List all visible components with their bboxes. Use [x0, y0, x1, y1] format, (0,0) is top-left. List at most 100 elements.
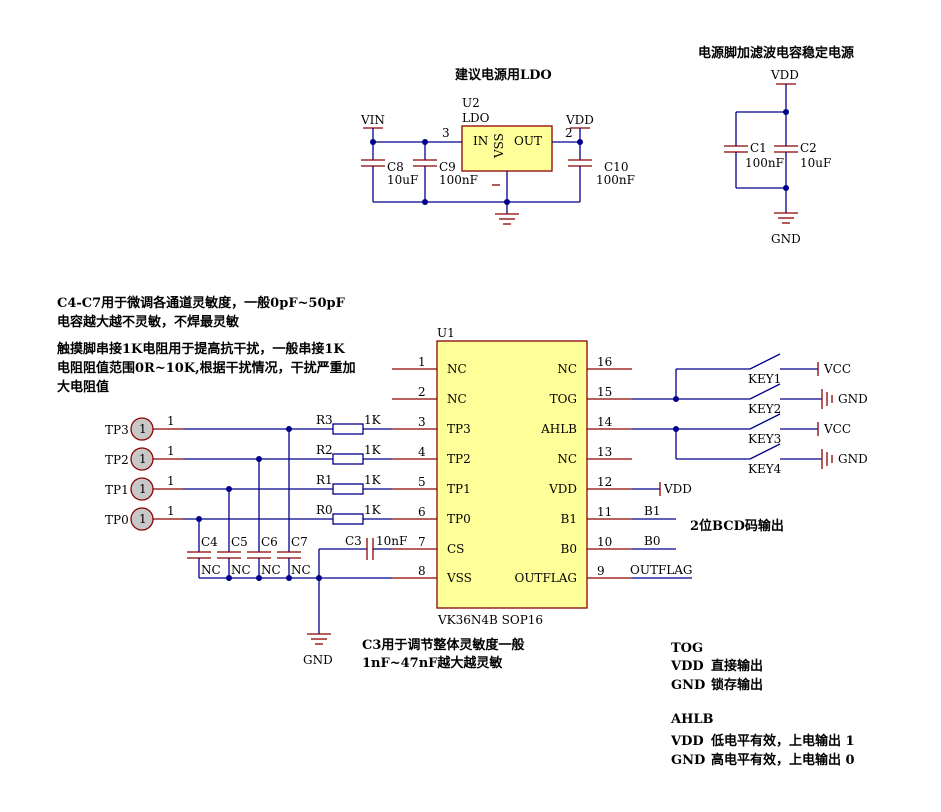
r0-resistor	[332, 513, 364, 525]
pin-name: B1	[561, 512, 577, 526]
pin-num: 16	[597, 355, 612, 369]
r0-ref: R0	[316, 503, 333, 517]
pin-num: 5	[418, 475, 426, 489]
note-c4c7-line1: C4-C7用于微调各通道灵敏度，一般0pF~50pF	[57, 295, 346, 311]
legend-tog-title: TOG	[671, 641, 703, 656]
tp0-pin: 1	[139, 512, 147, 526]
pin-name: NC	[557, 362, 577, 376]
pin-num: 1	[418, 355, 426, 369]
pin-name: NC	[447, 392, 467, 406]
c10-value: 100nF	[596, 173, 635, 187]
c1-value: 100nF	[745, 156, 784, 170]
key2-switch	[749, 383, 781, 400]
u1-left-pins: 1 NC 2 NC 3 TP3 4 TP2 5 TP1 6 TP0 7 CS 8…	[392, 355, 472, 585]
junction	[783, 185, 789, 191]
pin-name: TP2	[447, 452, 471, 466]
pin-name: TP3	[447, 422, 471, 436]
u2-pin-out: OUT	[514, 134, 542, 148]
key3-ref: KEY3	[748, 432, 781, 446]
b1-net: B1	[644, 504, 660, 518]
legend-tog-desc: 直接输出	[711, 658, 763, 674]
pin-name: NC	[557, 452, 577, 466]
r2-value: 1K	[364, 443, 382, 457]
legend-tog-key: GND	[671, 678, 705, 693]
pin-name: TOG	[550, 392, 577, 406]
note-c3-line2: 1nF~47nF越大越灵敏	[362, 655, 503, 671]
r1-resistor	[332, 483, 364, 495]
legend-ahlb-desc: 高电平有效，上电输出 0	[711, 752, 855, 768]
pin-num: 9	[597, 564, 605, 578]
c7-value: NC	[291, 563, 311, 577]
u1-right-pins: 16 NC 15 TOG 14 AHLB 13 NC 12 VDD 11 B1 …	[514, 355, 632, 585]
junction	[370, 139, 376, 145]
u1-body	[436, 340, 588, 609]
ldo-title: 建议电源用LDO	[455, 67, 552, 83]
pin-name: CS	[447, 542, 464, 556]
note-c3-line1: C3用于调节整体灵敏度一般	[362, 637, 524, 653]
c1-ref: C1	[750, 141, 767, 155]
pin-num: 13	[597, 445, 612, 459]
c3-value: 10nF	[376, 534, 407, 548]
c10-ref: C10	[604, 160, 628, 174]
u2-pin-num-out: 2	[565, 126, 573, 140]
legend-ahlb-desc: 低电平有效，上电输出 1	[710, 733, 855, 749]
pin-name: TP0	[447, 512, 471, 526]
pin-num: 6	[418, 505, 426, 519]
legend-tog-key: VDD	[670, 659, 704, 674]
note-c4c7-line2: 电容越大越不灵敏，不焊最灵敏	[57, 314, 240, 330]
touch-inputs: TP3 1 1 R3 1K TP2 1 1 R2 1K TP1 1 1 R1 1…	[105, 413, 392, 531]
key1-net: VCC	[823, 362, 851, 376]
tp2-pin-num: 1	[167, 444, 175, 458]
legend-ahlb-title: AHLB	[670, 712, 714, 727]
pin-num: 10	[597, 535, 612, 549]
ldo-vdd-label: VDD	[565, 113, 594, 127]
tune-caps: C4 NC C5 NC C6 NC C7 NC C3 10nF	[187, 429, 407, 667]
notes: C4-C7用于微调各通道灵敏度，一般0pF~50pF 电容越大越不灵敏，不焊最灵…	[56, 295, 784, 671]
u1-part: VK36N4B SOP16	[437, 613, 543, 627]
key1-ref: KEY1	[748, 372, 781, 386]
key4-net: GND	[838, 452, 868, 466]
filter-vdd-label: VDD	[770, 68, 799, 82]
legend-tog-desc: 锁存输出	[711, 677, 763, 693]
u2-pin-in: IN	[473, 134, 488, 148]
junction	[256, 575, 262, 581]
legend-ahlb-key: VDD	[670, 734, 704, 749]
note-res-line1: 触摸脚串接1K电阻用于提高抗干扰，一般串接1K	[56, 341, 345, 357]
c9-value: 100nF	[439, 173, 478, 187]
tp3-pin-num: 1	[167, 414, 175, 428]
c9-ref: C9	[439, 160, 456, 174]
c4-value: NC	[201, 563, 221, 577]
c8-value: 10uF	[387, 173, 418, 187]
note-bcd: 2位BCD码输出	[690, 518, 784, 534]
tp2-pin: 1	[139, 452, 147, 466]
pin-name: NC	[447, 362, 467, 376]
tp1-pin-num: 1	[167, 474, 175, 488]
tp0-pin-num: 1	[167, 504, 175, 518]
filter-section: 电源脚加滤波电容稳定电源 VDD C1 100nF C2 10uF GND	[698, 45, 854, 246]
r2-ref: R2	[316, 443, 333, 457]
outflag-net: OUTFLAG	[630, 563, 693, 577]
key2-net: GND	[838, 392, 868, 406]
r3-value: 1K	[364, 413, 382, 427]
pin-name: AHLB	[540, 422, 577, 436]
key4-ref: KEY4	[748, 462, 782, 476]
b0-net: B0	[644, 534, 660, 548]
c2-value: 10uF	[800, 156, 831, 170]
c6-value: NC	[261, 563, 281, 577]
c6-ref: C6	[261, 535, 278, 549]
legend: TOG VDD 直接输出 GND 锁存输出 AHLB VDD 低电平有效，上电输…	[670, 641, 855, 768]
vin-label: VIN	[360, 113, 385, 127]
c5-value: NC	[231, 563, 251, 577]
filter-title: 电源脚加滤波电容稳定电源	[698, 45, 854, 61]
pin-num: 3	[418, 415, 426, 429]
u1-ref: U1	[437, 326, 455, 340]
tp2-label: TP2	[105, 453, 129, 467]
r3-ref: R3	[316, 413, 333, 427]
u2-pin-vss: VSS	[492, 133, 506, 159]
filter-gnd-label: GND	[771, 232, 801, 246]
u1-ic: U1 VK36N4B SOP16 1 NC 2 NC 3 TP3 4 TP2 5…	[392, 326, 632, 627]
net-labels: VDD B1 B0 OUTFLAG	[630, 482, 693, 579]
junction	[286, 575, 292, 581]
pin-name: OUTFLAG	[514, 571, 577, 585]
c7-ref: C7	[291, 535, 308, 549]
